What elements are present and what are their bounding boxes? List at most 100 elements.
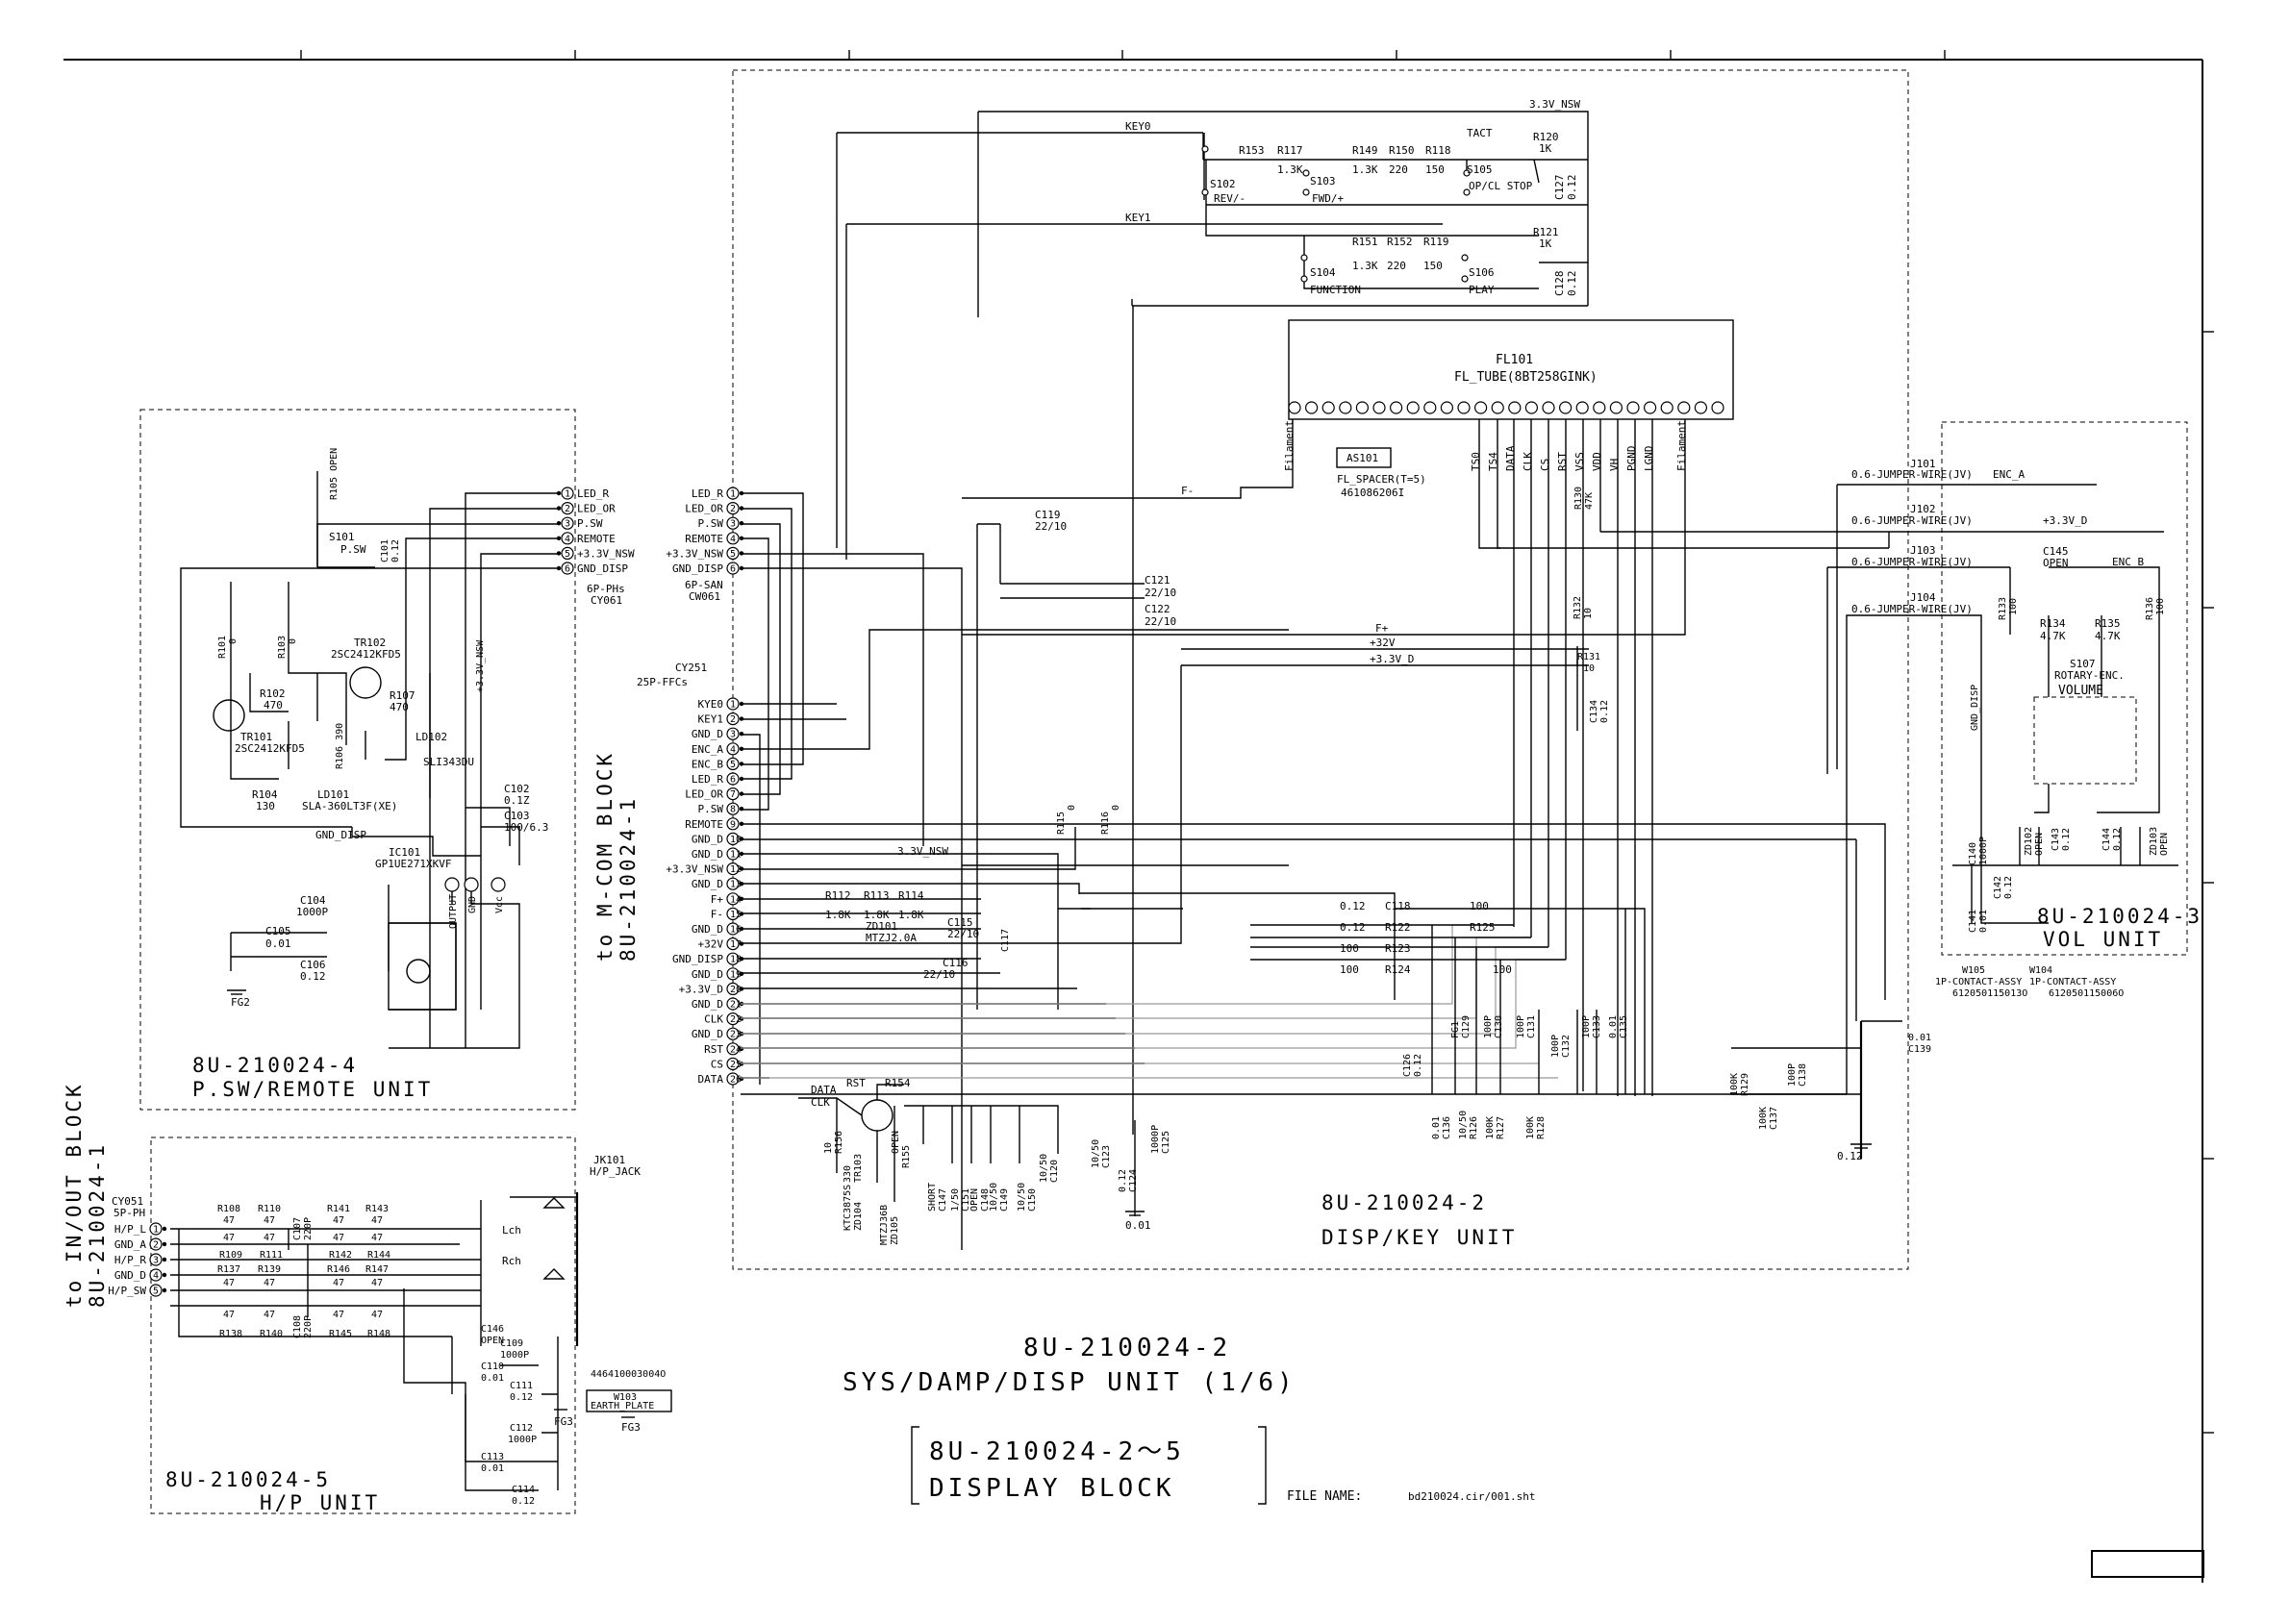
c150-ref: 10/50 [989, 1183, 999, 1212]
c115-val: 22/10 [947, 928, 979, 940]
fl-pin-vss: VSS [1573, 452, 1586, 471]
hp-unit-part: 8U-210024-5 [165, 1468, 331, 1491]
cy061-pin-number: 6 [565, 564, 570, 575]
hp-r138-ref: R138 [219, 1329, 242, 1339]
fl-pin [1677, 401, 1691, 414]
c143-ref: C143 [2051, 828, 2061, 851]
r134-val: 4.7K [2040, 630, 2066, 642]
jk101-ref: JK101 [593, 1154, 625, 1166]
ic101-type: GP1UE271XKVF [375, 858, 451, 870]
r135-ref: R135 [2095, 617, 2121, 630]
cy251-pin-number: 2 [730, 714, 736, 725]
net-33vnsw-label: 3.3V_NSW [897, 845, 948, 858]
ground-symbol-gnd-disp [1850, 1143, 1872, 1149]
cy251-pin-number: 18 [730, 955, 742, 965]
key1-line [845, 223, 1132, 560]
hp-c112-val: 1000P [508, 1435, 537, 1445]
fl-pin-pgnd: PGND [1625, 446, 1638, 472]
ic101-sensor-dome [406, 959, 431, 984]
c105-val: 0.01 [265, 937, 291, 950]
hp-r147-ref: R147 [365, 1264, 389, 1275]
r152-ref: R152 [1387, 236, 1413, 248]
c144-val: 0.12 [2112, 828, 2123, 851]
cy251-pin-number: 22 [730, 1014, 742, 1025]
net-33vd-label: +3.3V_D [1370, 653, 1414, 665]
vol-unit-part: 8U-210024-3 [2037, 905, 2202, 928]
fl-pin [1508, 401, 1522, 414]
fl-pin [1321, 401, 1335, 414]
hp-r146-ref: R146 [327, 1264, 350, 1275]
cy251-pin-label: +32V [698, 938, 724, 951]
fl-pin [1524, 401, 1539, 414]
psw-gnd-disp-label: GND_DISP [315, 829, 366, 841]
r155-val: R156 [834, 1131, 844, 1154]
net-clk-label: R125 [1470, 921, 1496, 934]
hp-fg3-label: FG3 [554, 1415, 573, 1428]
vol-unit-name: VOL UNIT [2043, 928, 2163, 951]
cw061-pin-label: P.SW [698, 517, 724, 530]
r117-val: 1.3K [1277, 163, 1303, 176]
r117-ref: R117 [1277, 144, 1303, 157]
cy051-ref: CY051 [112, 1195, 143, 1208]
zd101-ref: ZD101 [866, 920, 897, 933]
c147-ref: MTZJ36B [879, 1205, 890, 1245]
tr102-type: 2SC2412KFD5 [331, 648, 401, 661]
hp-r142-val: 47 [333, 1233, 344, 1243]
cy051-pin-label: GND_A [114, 1238, 146, 1251]
r120-ref: R120 [1533, 131, 1559, 143]
cy251-pin-number: 1 [730, 700, 736, 711]
r102-ref: R102 [260, 687, 286, 700]
cy061-pin-label: LED_OR [577, 503, 616, 515]
cy251-pin-number: 25 [730, 1060, 742, 1070]
fl-pin [1288, 401, 1301, 414]
j101-net: ENC_A [1993, 468, 2025, 481]
hp-c111-val: 0.12 [510, 1392, 533, 1403]
c145-ref: C145 [2043, 545, 2069, 558]
fl-pin [1389, 401, 1403, 414]
fl-pin [1440, 401, 1454, 414]
hp-c108-val: 220P [303, 1315, 314, 1338]
cy251-pin-5 [726, 757, 740, 771]
c144-ref: C144 [2101, 828, 2112, 851]
w105-type: 1P-CONTACT-ASSY [1935, 977, 2022, 987]
cy251-pin-number: 6 [730, 775, 736, 786]
hp-r148-val: 47 [371, 1310, 383, 1320]
hp-r140-val: 47 [264, 1310, 275, 1320]
cy251-pin-24 [726, 1042, 740, 1056]
c136-val: C135 [1619, 1015, 1629, 1038]
hp-r143-val: 47 [371, 1215, 383, 1226]
switch-s102 [1201, 145, 1209, 196]
zd102-ref: ZD102 [2024, 827, 2034, 856]
c145-val: OPEN [2043, 557, 2069, 569]
w103-ref: W103 [614, 1392, 637, 1403]
net-32v-label: +32V [1370, 637, 1396, 649]
cy061-pin-number: 4 [565, 534, 570, 544]
r154-val: CLK [811, 1096, 830, 1109]
hp-r141-val: 47 [333, 1215, 344, 1226]
fl-pin [1457, 401, 1471, 414]
j101-type: 0.6-JUMPER-WIRE(JV) [1851, 468, 1973, 481]
r129-val: R128 [1536, 1116, 1547, 1139]
vol-unit-boundary [1941, 421, 2188, 956]
zd101-type: MTZJ2.0A [866, 932, 917, 944]
net-fminus-label: F- [1181, 485, 1194, 497]
c101-val: 0.12 [390, 539, 401, 562]
c102-val: 0.1Z [504, 794, 530, 807]
hp-r110-ref: R110 [258, 1204, 281, 1214]
s107-fn: VOLUME [2058, 684, 2103, 698]
c132-val: C131 [1526, 1015, 1537, 1038]
r107-ref: R107 [390, 689, 415, 702]
fl-pin-ts0: TS0 [1470, 452, 1482, 471]
s106-ref: S106 [1469, 266, 1495, 279]
cw061-pin-number: 1 [730, 489, 736, 500]
c121-ref: C121 [1145, 574, 1170, 587]
hp-r145-val: 47 [333, 1310, 344, 1320]
cw061-ref: CW061 [689, 590, 720, 603]
r115-val: 0 [1067, 805, 1077, 811]
cw061-pin-label: LED_R [692, 487, 723, 500]
disp-key-unit-boundary [732, 69, 1909, 1270]
cy251-pin-label: ENC_B [692, 758, 723, 770]
psw-unit-part: 8U-210024-4 [192, 1054, 358, 1077]
ld101-type: SLA-360LT3F(XE) [302, 800, 397, 812]
